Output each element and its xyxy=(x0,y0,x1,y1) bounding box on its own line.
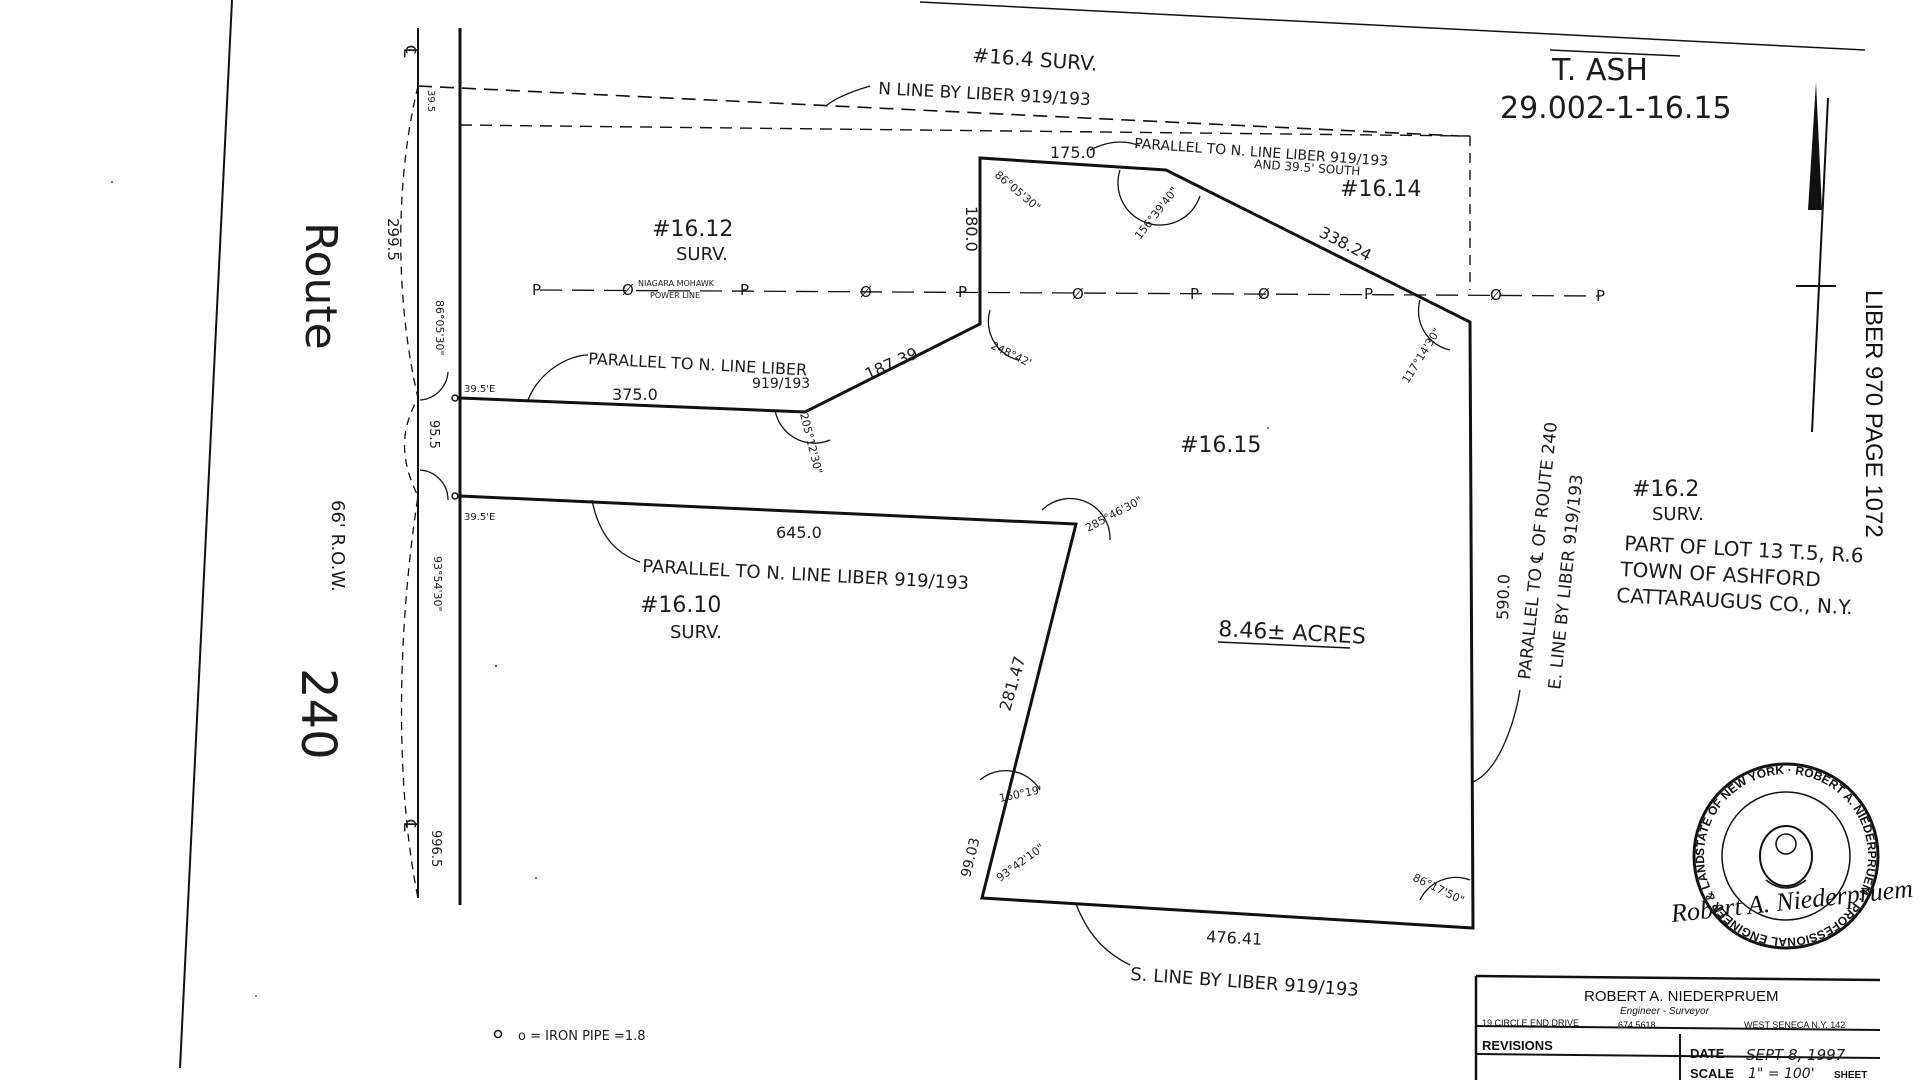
scan-specks xyxy=(111,181,1269,997)
dist-east: 590.0 xyxy=(1493,574,1514,620)
title-date-label: DATE xyxy=(1690,1046,1725,1061)
dist-jog: 187.39 xyxy=(862,344,921,384)
centerline-marker: ℄ xyxy=(399,819,420,832)
parcel-north: #16.4 SURV. xyxy=(972,43,1099,76)
s-line-note: S. LINE BY LIBER 919/193 xyxy=(1130,964,1360,1001)
legend-text: o = IRON PIPE =1.8 xyxy=(518,1029,646,1044)
n-line-liber xyxy=(417,85,1461,137)
leader-lines xyxy=(527,85,1521,966)
page-edge-top xyxy=(919,1,1866,51)
angle-10: 86°05'30" xyxy=(433,300,446,356)
parcel-southwest-sub: SURV. xyxy=(670,622,722,643)
svg-text:P: P xyxy=(1190,285,1199,303)
power-line-note-2: POWER LINE xyxy=(650,291,700,300)
dist-offset-2: 39.5'E xyxy=(464,512,495,523)
svg-text:P: P xyxy=(740,281,749,299)
n-line-note: N LINE BY LIBER 919/193 xyxy=(878,79,1091,110)
parallel-w-note: PARALLEL TO N. LINE LIBER xyxy=(588,349,808,379)
svg-text:Ø: Ø xyxy=(1258,285,1270,303)
legend-iron-pipe-icon xyxy=(493,1029,503,1039)
taxmap-parcel: 29.002-1-16.15 xyxy=(1500,91,1732,126)
north-arrow-head xyxy=(1808,82,1822,210)
north-arrow-shaft xyxy=(1811,97,1829,433)
dist-route-3: 996.5 xyxy=(428,830,443,867)
angle-1: 86°05'30" xyxy=(992,168,1043,214)
dist-offset-1: 39.5'E xyxy=(464,384,495,395)
power-line-note: NIAGARA MOHAWK xyxy=(638,279,715,288)
surveyor-seal: STATE OF NEW YORK · ROBERT A. NIEDERPRUE… xyxy=(0,0,1914,950)
taxmap-owner: T. ASH xyxy=(1551,53,1648,88)
parcel-boundary xyxy=(459,156,1475,930)
svg-text:P: P xyxy=(1364,285,1373,303)
page-edge-left xyxy=(179,0,233,1069)
parcel-northwest-sub: SURV. xyxy=(676,244,728,265)
title-surveyor-name: ROBERT A. NIEDERPRUEM xyxy=(1584,988,1779,1005)
angle-3: 117°14'30" xyxy=(1400,326,1444,386)
title-scale-value: 1" = 100' xyxy=(1748,1066,1815,1080)
dist-west-strip: 375.0 xyxy=(612,385,658,404)
angle-11: 93°54'30" xyxy=(431,556,444,612)
svg-text:P: P xyxy=(958,283,967,301)
svg-text:Ø: Ø xyxy=(860,283,872,301)
title-date-value: SEPT 8, 1997 xyxy=(1746,1046,1846,1064)
angle-arcs xyxy=(419,169,1471,901)
title-address: 19 CIRCLE END DRIVE xyxy=(1482,1018,1579,1028)
dist-west-vert: 180.0 xyxy=(962,206,981,252)
area-underline xyxy=(1217,641,1351,649)
parcel-northeast: #16.14 xyxy=(1340,177,1421,202)
parcel-southwest: #16.10 xyxy=(640,593,721,618)
road-name-number: 240 xyxy=(290,668,346,760)
dist-sw-short: 99.03 xyxy=(958,836,983,879)
svg-text:P: P xyxy=(532,281,541,299)
dist-corner-top: 39.5 xyxy=(425,90,436,112)
svg-text:P: P xyxy=(1596,287,1605,305)
title-surveyor-role: Engineer - Surveyor xyxy=(1620,1006,1710,1017)
angle-4: 248°42' xyxy=(989,339,1034,370)
parcel-east: #16.2 xyxy=(1632,477,1699,502)
centerline-markers: ℄ ℄ xyxy=(399,45,420,832)
dist-sw-diag: 281.47 xyxy=(996,654,1030,713)
angle-6: 285°46'30" xyxy=(1083,494,1144,535)
dist-route-2: 95.5 xyxy=(426,420,441,449)
angle-5: 205°12'30" xyxy=(797,412,825,476)
iron-pipes xyxy=(451,394,459,500)
dist-north-top: 175.0 xyxy=(1050,143,1096,162)
angle-7: 160°19' xyxy=(998,783,1043,805)
dist-route-1: 299.5 xyxy=(384,218,402,261)
svg-text:Ø: Ø xyxy=(1490,286,1502,304)
parallel-line-395-south xyxy=(459,124,1471,137)
parallel-w-note-2: 919/193 xyxy=(752,376,810,392)
road-row: 66' R.O.W. xyxy=(327,500,348,592)
angle-2: 156°39'40" xyxy=(1132,185,1181,242)
title-city: WEST SENECA N.Y. 142 xyxy=(1744,1020,1845,1030)
power-line xyxy=(539,289,1601,297)
title-revisions-label: REVISIONS xyxy=(1482,1038,1553,1053)
liber-margin-note: LIBER 970 PAGE 1072 xyxy=(1860,290,1887,538)
dist-south: 476.41 xyxy=(1206,927,1263,949)
title-sheet-label: SHEET xyxy=(1834,1070,1867,1080)
centerline-marker: ℄ xyxy=(399,45,420,58)
title-phone: 674 5618 xyxy=(1618,1020,1656,1030)
svg-text:Ø: Ø xyxy=(1072,285,1084,303)
route-dimension-arc xyxy=(400,85,419,899)
parcel-northwest: #16.12 xyxy=(652,217,733,242)
svg-text:Ø: Ø xyxy=(622,281,634,299)
title-scale-label: SCALE xyxy=(1690,1066,1734,1080)
parallel-sw-note: PARALLEL TO N. LINE LIBER 919/193 xyxy=(642,556,970,594)
road-name-word: Route xyxy=(295,222,346,350)
parcel-subject: #16.15 xyxy=(1180,433,1261,458)
dist-south-strip: 645.0 xyxy=(776,523,822,542)
title-block: ROBERT A. NIEDERPRUEM Engineer - Surveyo… xyxy=(1474,974,1881,1080)
angle-8: 93°42'10" xyxy=(994,841,1047,884)
seal-text: STATE OF NEW YORK · ROBERT A. NIEDERPRUE… xyxy=(0,0,1879,949)
parcel-east-sub: SURV. xyxy=(1652,504,1704,525)
angle-9: 86°17'50" xyxy=(1411,871,1467,907)
taxmap-overline xyxy=(1549,49,1681,57)
